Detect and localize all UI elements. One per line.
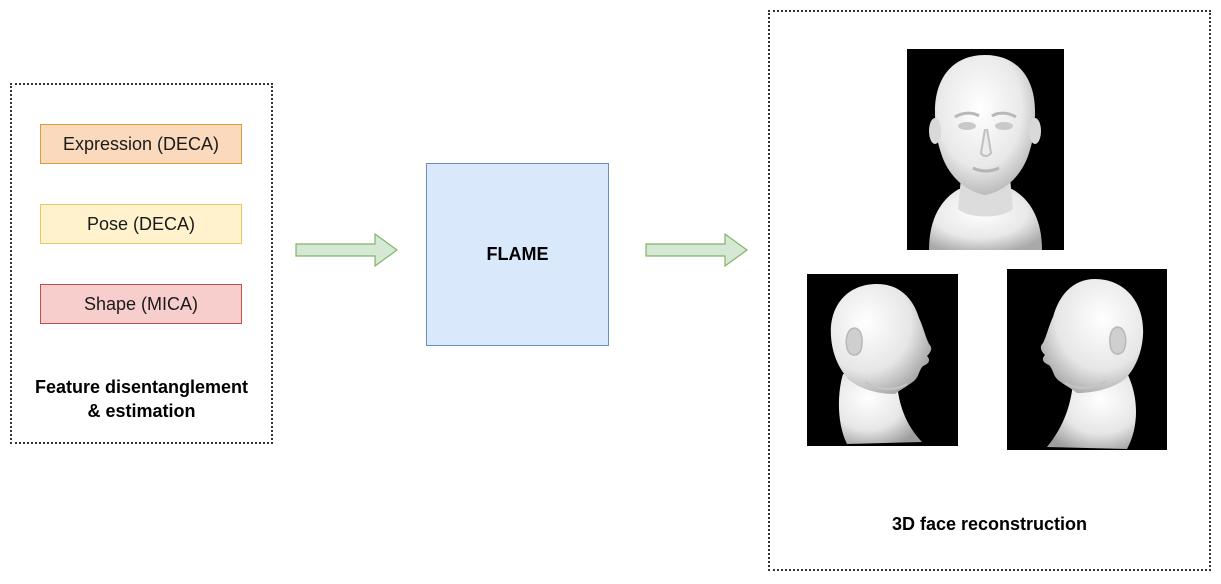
arrow-flame-to-reconstruction — [645, 232, 749, 268]
flame-box: FLAME — [426, 163, 609, 346]
expression-box: Expression (DECA) — [40, 124, 242, 164]
feature-caption-line-1: Feature disentanglement — [34, 377, 249, 397]
reconstruction-group-frame — [768, 10, 1211, 571]
expression-label: Expression (DECA) — [62, 133, 220, 154]
feature-group-frame — [10, 83, 273, 444]
feature-caption-line-2: & estimation — [87, 401, 196, 421]
front-view-head-render — [907, 49, 1064, 250]
reconstruction-caption: 3D face reconstruction — [891, 514, 1088, 534]
right-profile-head-render — [807, 274, 958, 446]
arrow-features-to-flame — [295, 232, 399, 268]
pose-box: Pose (DECA) — [40, 204, 242, 244]
shape-box: Shape (MICA) — [40, 284, 242, 324]
feature-group-caption: Feature disentanglement & estimation — [10, 375, 273, 423]
front-head-icon — [929, 55, 1042, 250]
pose-label: Pose (DECA) — [86, 213, 196, 234]
right-profile-head-icon — [830, 284, 932, 444]
left-profile-head-render — [1007, 269, 1167, 450]
shape-label: Shape (MICA) — [83, 293, 199, 314]
left-profile-head-icon — [1040, 279, 1144, 449]
flame-label: FLAME — [486, 244, 549, 264]
